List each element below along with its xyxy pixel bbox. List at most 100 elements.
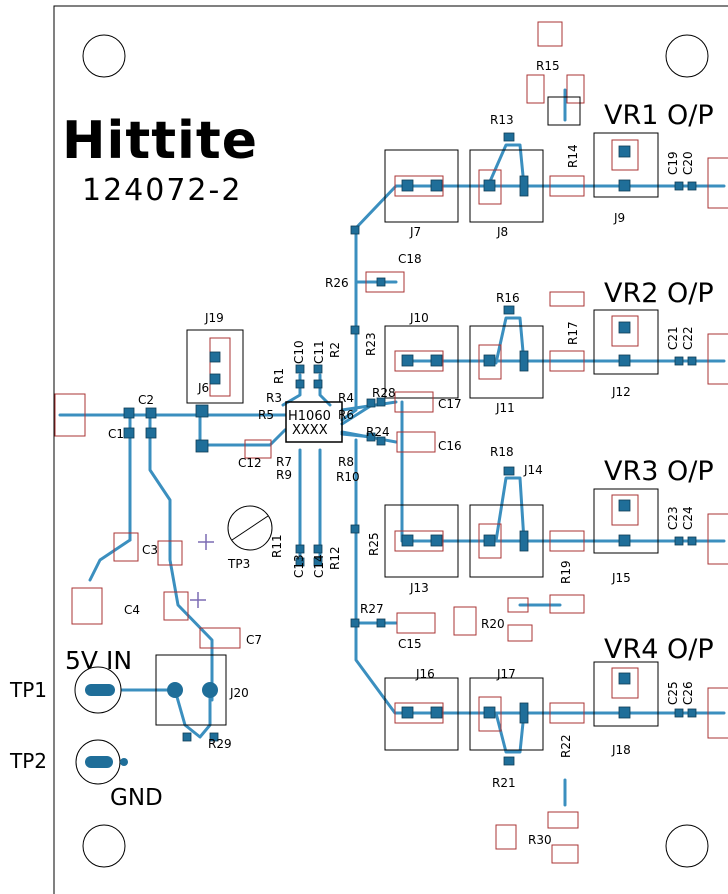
j12-box <box>593 309 659 375</box>
label-j17: J17 <box>496 667 516 681</box>
mounting-hole-br <box>665 824 709 868</box>
label-r9: R9 <box>276 468 292 482</box>
label-r6: R6 <box>338 408 354 422</box>
ic-label-line1: H1060 <box>288 409 331 424</box>
label-j10: J10 <box>409 311 429 325</box>
label-c13: C13 <box>292 554 306 578</box>
label-c12: C12 <box>238 456 262 470</box>
j19-box <box>186 329 244 404</box>
label-c24: C24 <box>681 506 695 530</box>
jumper-boxes <box>155 132 659 751</box>
label-j18: J18 <box>611 743 631 757</box>
mounting-hole-bl <box>82 824 126 868</box>
label-r24: R24 <box>366 425 390 439</box>
label-c17: C17 <box>438 397 462 411</box>
tp1-label: TP1 <box>9 678 47 702</box>
j8-box <box>469 149 544 223</box>
label-r29: R29 <box>208 737 232 751</box>
label-j9: J9 <box>613 211 625 225</box>
vr2-header: VR2 O/P <box>604 278 714 309</box>
label-c15: C15 <box>398 637 422 651</box>
j14-box <box>469 504 544 578</box>
label-r27: R27 <box>360 602 384 616</box>
label-r13: R13 <box>490 113 514 127</box>
label-r26: R26 <box>325 276 349 290</box>
label-r22: R22 <box>559 734 573 758</box>
mounting-hole-tl <box>82 34 126 78</box>
label-c25: C25 <box>666 681 680 705</box>
label-c4: C4 <box>124 603 140 617</box>
label-r1: R1 <box>272 368 286 384</box>
label-r16: R16 <box>496 291 520 305</box>
traces <box>58 88 726 807</box>
ic-body <box>285 401 343 443</box>
vr4-header: VR4 O/P <box>604 634 714 665</box>
label-r10: R10 <box>336 470 360 484</box>
label-r20: R20 <box>481 617 505 631</box>
label-j19: J19 <box>204 311 224 325</box>
label-r14: R14 <box>566 144 580 168</box>
j17-box <box>469 677 544 751</box>
label-r4: R4 <box>338 391 354 405</box>
label-r30: R30 <box>528 833 552 847</box>
label-r5: R5 <box>258 408 274 422</box>
label-c26: C26 <box>681 681 695 705</box>
label-c19: C19 <box>666 151 680 175</box>
j15-box <box>593 488 659 554</box>
label-r2: R2 <box>328 342 342 358</box>
label-c1: C1 <box>108 427 124 441</box>
tp2-label: TP2 <box>9 749 47 773</box>
vr3-header: VR3 O/P <box>604 456 714 487</box>
j16-box <box>384 677 459 751</box>
label-r25: R25 <box>367 532 381 556</box>
label-j7: J7 <box>409 225 421 239</box>
vr1-header: VR1 O/P <box>604 100 714 131</box>
label-r21: R21 <box>492 776 516 790</box>
part-number: 124072-2 <box>82 173 242 208</box>
label-r11: R11 <box>270 534 284 558</box>
label-c16: C16 <box>438 439 462 453</box>
copper-pads <box>123 132 697 766</box>
labels: R15 R13 R14 C19 C20 J7 J8 J9 C18 R26 R16… <box>108 59 695 847</box>
label-r28: R28 <box>372 386 396 400</box>
label-r12: R12 <box>328 546 342 570</box>
label-c14: C14 <box>312 554 326 578</box>
polarity-marks <box>190 534 214 608</box>
label-j6: J6 <box>197 381 209 395</box>
j18-box <box>593 661 659 727</box>
label-j12: J12 <box>611 385 631 399</box>
label-j11: J11 <box>495 401 515 415</box>
label-c10: C10 <box>292 340 306 364</box>
label-c21: C21 <box>666 326 680 350</box>
label-r15: R15 <box>536 59 560 73</box>
label-c7: C7 <box>246 633 262 647</box>
label-j16: J16 <box>415 667 435 681</box>
ic-label-line2: XXXX <box>292 423 328 438</box>
label-r3: R3 <box>266 391 282 405</box>
j9-box <box>593 132 659 198</box>
silk-pads <box>54 21 728 864</box>
label-j20: J20 <box>229 686 249 700</box>
brand-logo: Hittite <box>62 111 258 171</box>
label-j8: J8 <box>496 225 508 239</box>
label-c23: C23 <box>666 506 680 530</box>
label-r7: R7 <box>276 455 292 469</box>
label-c3: C3 <box>142 543 158 557</box>
label-c2: C2 <box>138 393 154 407</box>
mounting-hole-tr <box>665 34 709 78</box>
label-r18: R18 <box>490 445 514 459</box>
label-tp3: TP3 <box>227 557 250 571</box>
label-r8: R8 <box>338 455 354 469</box>
j7-box <box>384 149 459 223</box>
label-j14: J14 <box>523 463 543 477</box>
j10-box <box>384 325 459 399</box>
gnd-label: GND <box>110 785 163 811</box>
j20-box <box>155 654 227 726</box>
label-c11: C11 <box>312 340 326 364</box>
label-r19: R19 <box>559 560 573 584</box>
label-j13: J13 <box>409 581 429 595</box>
test-points <box>74 505 273 785</box>
label-c22: C22 <box>681 326 695 350</box>
label-c20: C20 <box>681 151 695 175</box>
